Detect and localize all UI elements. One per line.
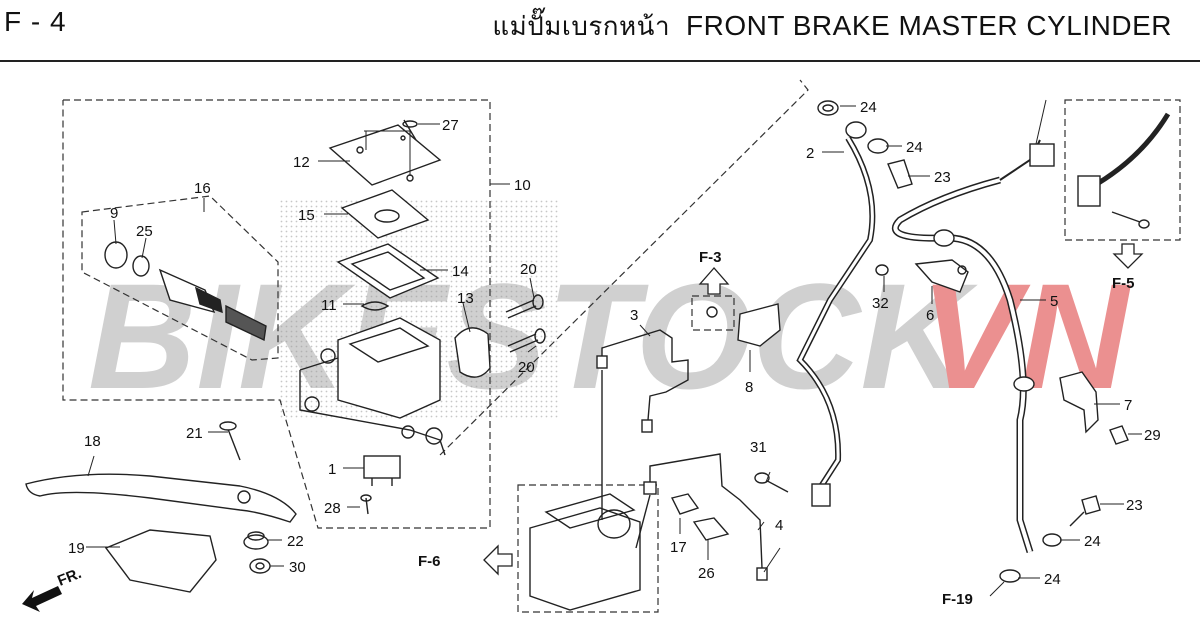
ref-f19: F-19	[942, 591, 973, 608]
reservoir-cap-shape	[328, 124, 442, 186]
fr-arrow-icon	[22, 586, 62, 612]
callout-25: 25	[136, 223, 153, 240]
callout-9: 9	[110, 205, 118, 222]
callout-22: 22	[287, 533, 304, 550]
callout-16: 16	[194, 180, 211, 197]
callout-2: 2	[806, 145, 814, 162]
watermark: BIKESTOCK VN	[88, 252, 1131, 420]
up-arrow-icon	[698, 267, 730, 295]
f5-detail-box	[1064, 99, 1181, 241]
down-arrow-icon	[1112, 243, 1144, 269]
callout-26: 26	[698, 565, 715, 582]
callout-3: 3	[630, 307, 638, 324]
ref-f5: F-5	[1112, 275, 1135, 292]
callout-13: 13	[457, 290, 474, 307]
callout-23-bottom: 23	[1126, 497, 1143, 514]
ref-f3: F-3	[699, 249, 722, 266]
ref-front-direction: FR.	[55, 565, 84, 590]
page-title-thai: แม่ปั๊มเบรกหน้า	[492, 12, 671, 42]
callout-1: 1	[328, 461, 336, 478]
callout-28: 28	[324, 500, 341, 517]
callout-6: 6	[926, 307, 934, 324]
callout-7: 7	[1124, 397, 1132, 414]
leader-line-group	[439, 79, 809, 456]
callout-23-top: 23	[934, 169, 951, 186]
part-shapes	[25, 100, 1171, 611]
callout-19: 19	[68, 540, 85, 557]
page-title: แม่ปั๊มเบรกหน้า FRONT BRAKE MASTER CYLIND…	[492, 6, 1172, 47]
callout-24-top: 24	[860, 99, 877, 116]
callout-21: 21	[186, 425, 203, 442]
parts-diagram: BIKESTOCK VN	[22, 79, 1181, 613]
callout-27: 27	[442, 117, 459, 134]
callout-24-bottom: 24	[1044, 571, 1061, 588]
master-cylinder-group-box	[62, 99, 491, 529]
callout-5: 5	[1050, 293, 1058, 310]
callout-14: 14	[452, 263, 469, 280]
callout-29: 29	[1144, 427, 1161, 444]
callout-10: 10	[514, 177, 531, 194]
callout-24-second: 24	[906, 139, 923, 156]
callout-20-lower: 20	[518, 359, 535, 376]
ref-f6: F-6	[418, 553, 441, 570]
group-boxes	[62, 79, 1181, 613]
reference-arrows	[483, 243, 1144, 576]
header: F - 4 แม่ปั๊มเบรกหน้า FRONT BRAKE MASTER …	[0, 0, 1200, 62]
callout-20-upper: 20	[520, 261, 537, 278]
callout-17: 17	[670, 539, 687, 556]
callout-8: 8	[745, 379, 753, 396]
callout-4: 4	[775, 517, 783, 534]
callout-labels: 12 15 14 11 13 10 27 16 9 25 20 20 18 21…	[68, 99, 1161, 588]
abs-unit-box	[517, 484, 659, 613]
callout-18: 18	[84, 433, 101, 450]
f3-detail-box	[691, 295, 735, 331]
leader-lines	[86, 99, 1142, 597]
callout-15: 15	[298, 207, 315, 224]
left-arrow-icon	[483, 544, 513, 576]
callout-32: 32	[872, 295, 889, 312]
callout-30: 30	[289, 559, 306, 576]
callout-11: 11	[321, 297, 337, 314]
page-code: F - 4	[4, 6, 67, 37]
page-title-english: FRONT BRAKE MASTER CYLINDER	[686, 10, 1172, 41]
callout-24-third: 24	[1084, 533, 1101, 550]
piston-kit-box	[81, 195, 279, 361]
callout-31: 31	[750, 439, 767, 456]
header-divider	[0, 60, 1200, 62]
callout-12: 12	[293, 154, 310, 171]
